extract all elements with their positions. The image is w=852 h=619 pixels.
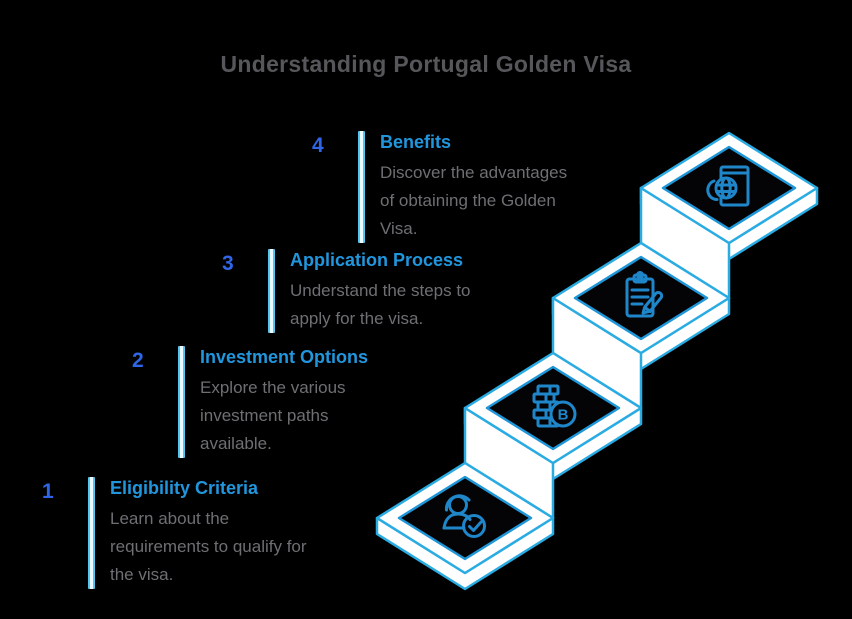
step-accent-bar — [358, 131, 365, 243]
step-accent-bar — [178, 346, 185, 458]
step-heading: Investment Options — [200, 347, 369, 367]
step-number: 1 — [42, 480, 54, 503]
user-check-icon — [442, 494, 486, 538]
page-title: Understanding Portugal Golden Visa — [220, 51, 632, 77]
passport-globe-icon — [706, 165, 750, 207]
step-heading: Application Process — [290, 250, 464, 270]
step-description: Discover the advantages of obtaining the… — [380, 163, 568, 238]
step-accent-bar — [268, 249, 275, 333]
clipboard-pencil-icon — [625, 271, 664, 318]
step-number: 3 — [222, 252, 234, 275]
step-description: Understand the steps to apply for the vi… — [290, 281, 471, 328]
step-description: Explore the various investment paths ava… — [200, 378, 346, 453]
step-accent-bar — [88, 477, 95, 589]
step-item-1: 1 Eligibility Criteria Learn about the r… — [42, 477, 330, 589]
stair-step-3 — [551, 241, 731, 410]
step-description: Learn about the requirements to qualify … — [110, 509, 307, 584]
step-number: 4 — [312, 134, 324, 157]
step-item-3: 3 Application Process Understand the ste… — [222, 249, 500, 333]
coins-bitcoin-icon: B — [532, 384, 577, 428]
svg-text:B: B — [558, 407, 569, 424]
step-item-2: 2 Investment Options Explore the various… — [132, 346, 380, 458]
step-item-4: 4 Benefits Discover the advantages of ob… — [312, 131, 585, 243]
stair-step-4 — [639, 131, 819, 300]
step-number: 2 — [132, 349, 144, 372]
stair-step-1 — [375, 461, 555, 591]
step-heading: Benefits — [380, 132, 452, 152]
step-heading: Eligibility Criteria — [110, 478, 259, 498]
stair-step-2: B — [463, 351, 643, 520]
